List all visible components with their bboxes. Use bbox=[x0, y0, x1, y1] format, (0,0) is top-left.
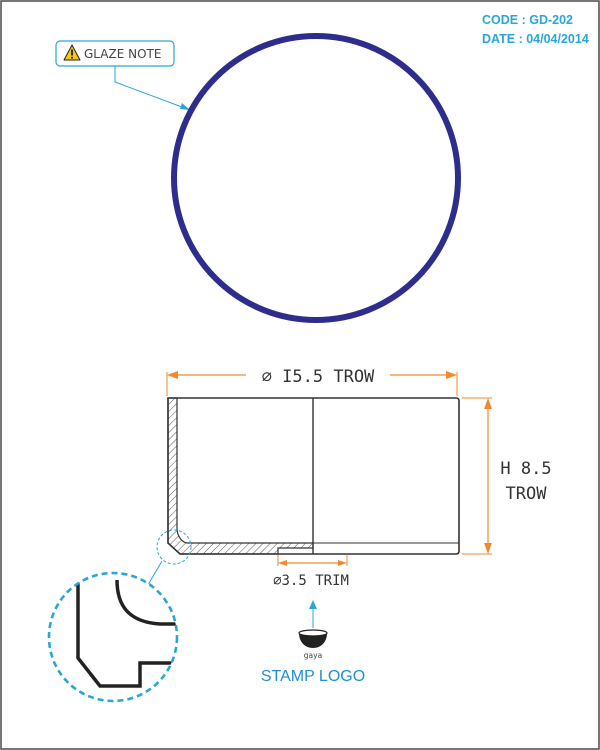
glaze-note-arrowhead bbox=[180, 103, 190, 110]
body-outline bbox=[167, 397, 460, 555]
foot-dimension: ∅3.5 TRIM bbox=[273, 555, 349, 589]
bowl-stamp-icon bbox=[298, 629, 328, 648]
height-label-line1: H 8.5 bbox=[500, 459, 551, 479]
side-section-view bbox=[167, 397, 460, 555]
code-label: CODE : GD-202 bbox=[482, 13, 573, 27]
stamp-label: STAMP LOGO bbox=[261, 668, 365, 685]
stamp-brand: gaya bbox=[304, 651, 322, 660]
height-label-line2: TROW bbox=[506, 484, 548, 504]
glaze-note-callout[interactable]: GLAZE NOTE bbox=[55, 40, 175, 67]
detail-view bbox=[47, 571, 179, 703]
foot-label: ∅3.5 TRIM bbox=[273, 573, 349, 589]
detail-marker bbox=[156, 529, 192, 565]
height-dimension: H 8.5 TROW bbox=[462, 397, 558, 555]
diameter-label: ∅ I5.5 TROW bbox=[262, 367, 375, 387]
glaze-note-leader bbox=[114, 66, 191, 111]
warning-triangle-icon bbox=[63, 44, 81, 61]
section-hatch bbox=[167, 397, 314, 555]
diameter-dimension: ∅ I5.5 TROW bbox=[166, 367, 458, 396]
date-label: DATE : 04/04/2014 bbox=[482, 32, 589, 46]
detail-circle bbox=[47, 571, 179, 703]
stamp-logo: gaya STAMP LOGO bbox=[261, 600, 365, 685]
top-view-rim bbox=[171, 33, 461, 323]
glaze-note-label: GLAZE NOTE bbox=[84, 47, 161, 61]
